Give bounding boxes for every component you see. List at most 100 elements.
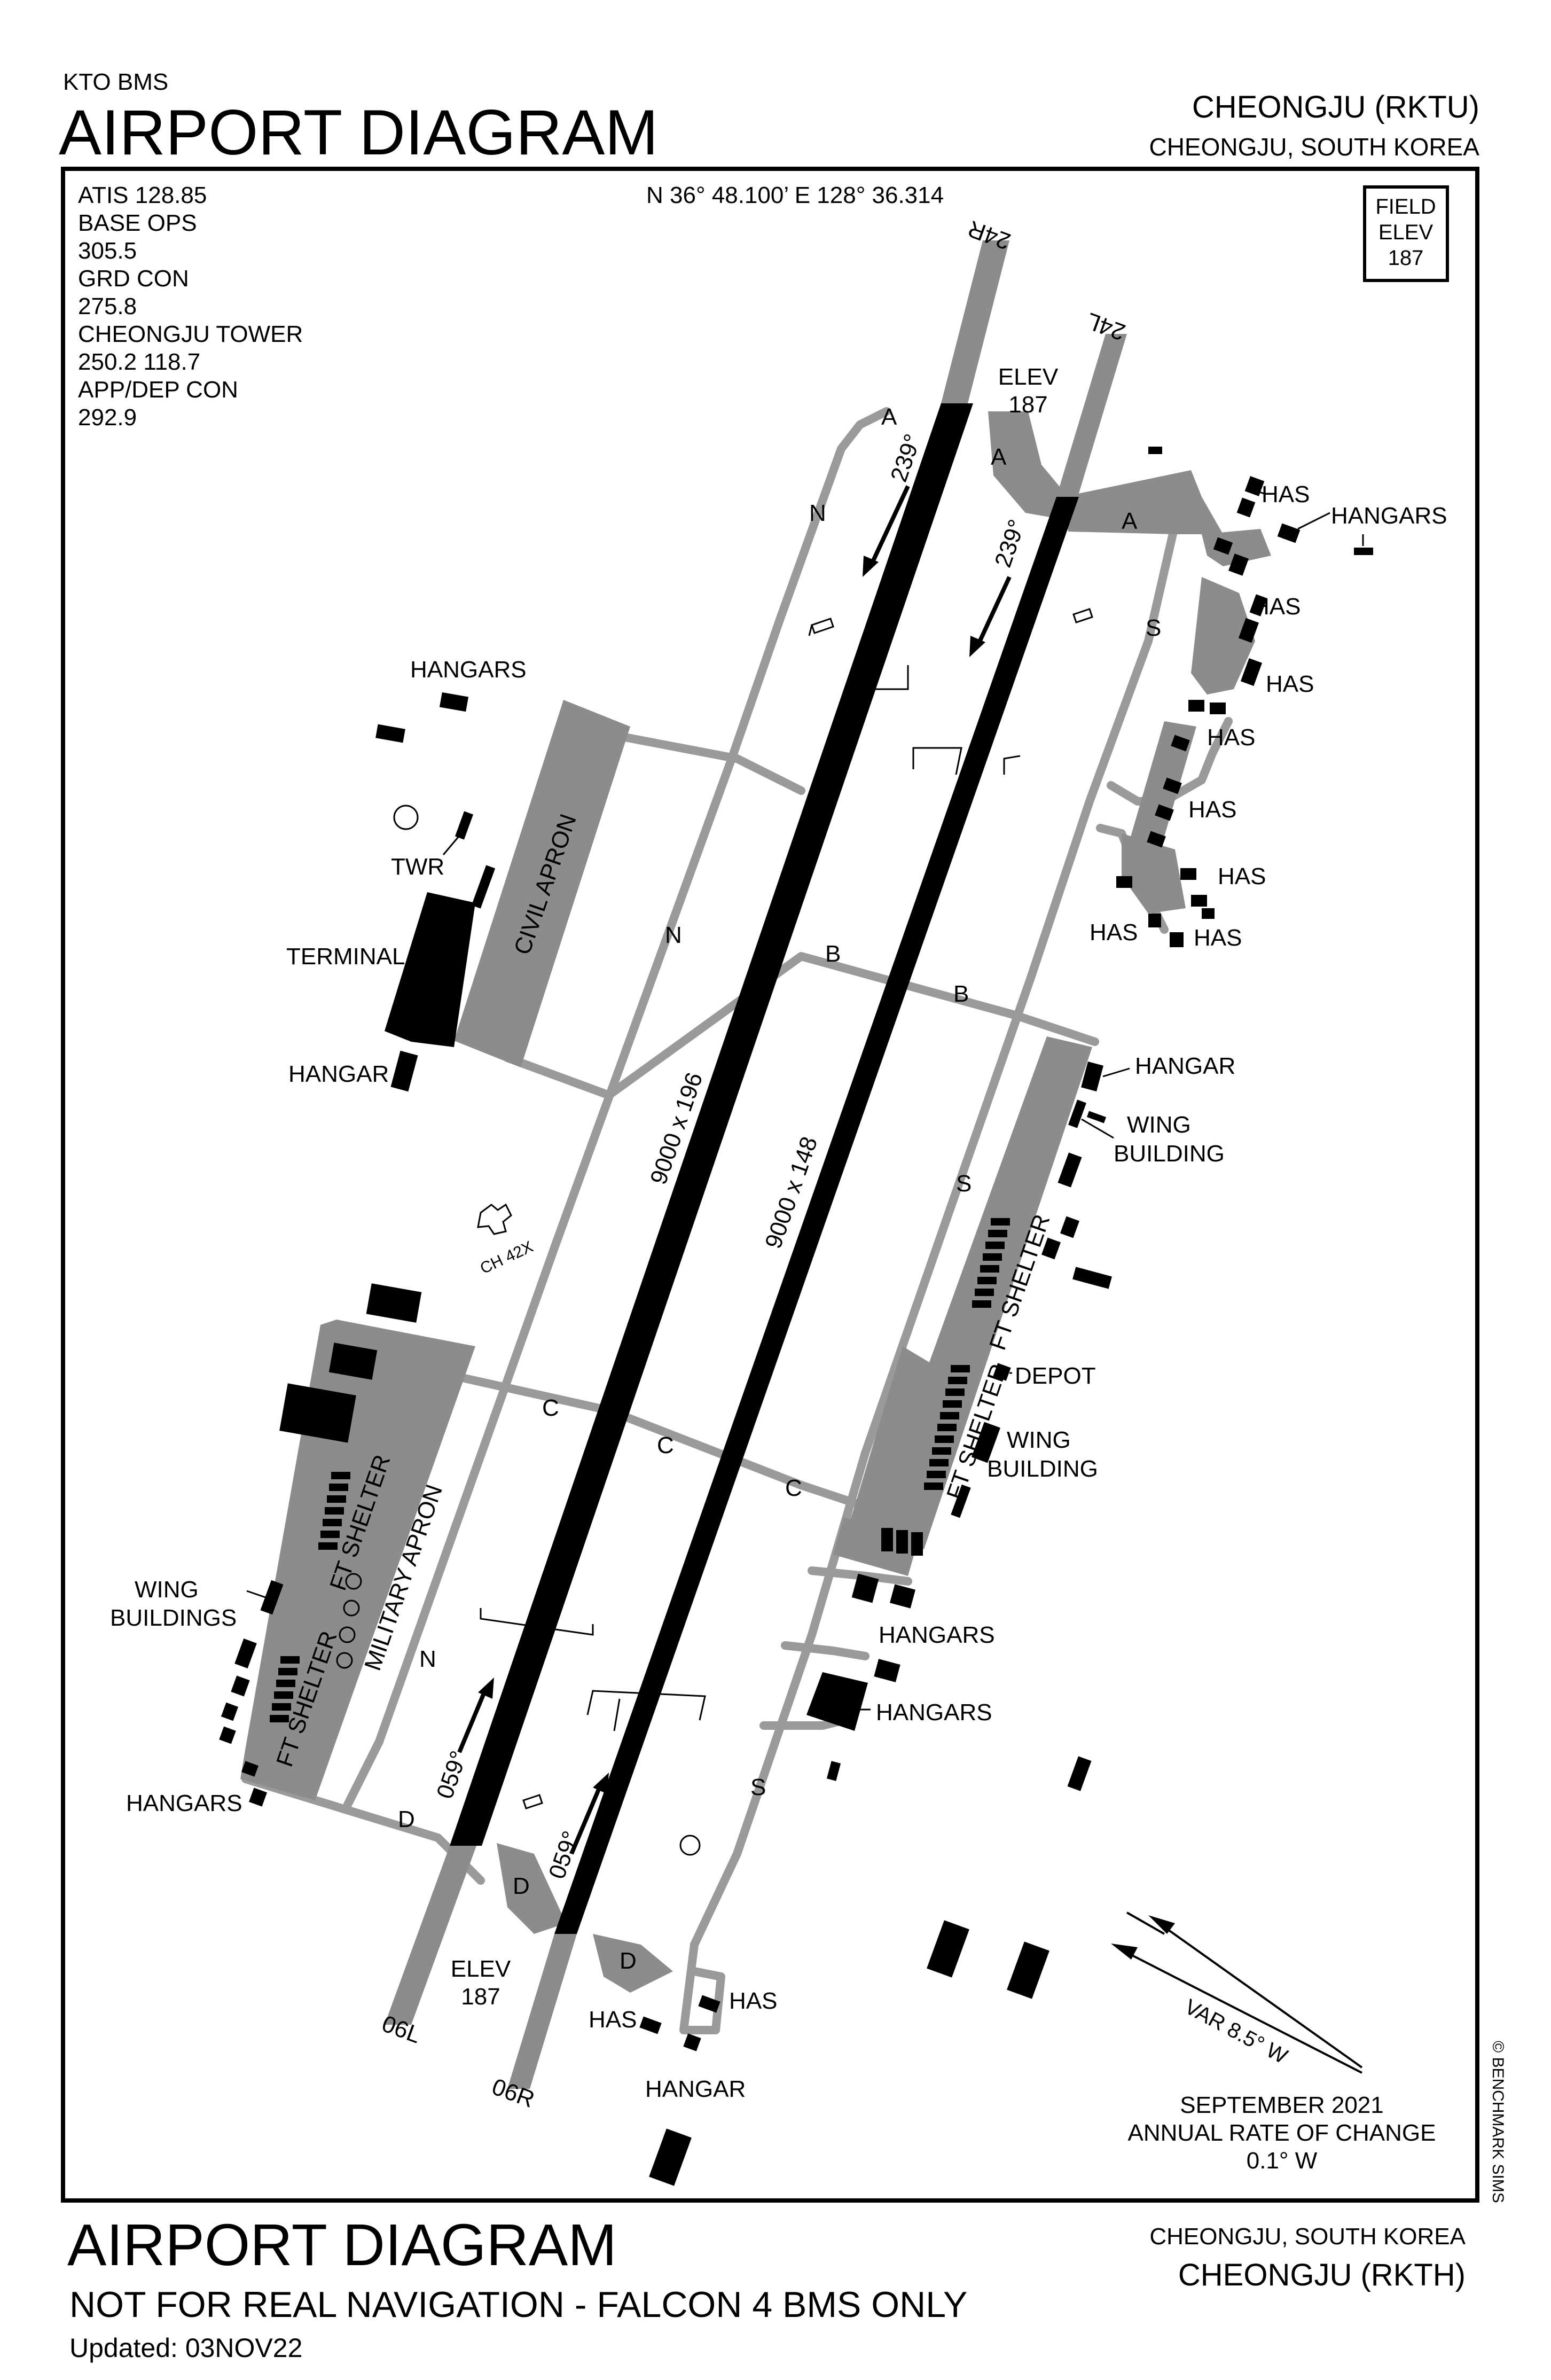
heading-059-left: 059° <box>432 1747 472 1802</box>
arrow-239-left-head <box>863 556 879 577</box>
wing-building-e-8 <box>951 1484 971 1518</box>
has-area-ne-2 <box>1191 577 1255 695</box>
taxiway-d-south <box>593 1934 673 1993</box>
wing-building-e-5 <box>1041 1237 1061 1260</box>
building-e-6 <box>1072 1267 1112 1289</box>
leader-hangar-east <box>1102 1067 1130 1078</box>
has-e-1 <box>1171 735 1190 752</box>
leader-wing-east <box>1081 1118 1114 1139</box>
leader-lines <box>246 488 1364 1711</box>
has-se-2 <box>1180 868 1196 880</box>
hangars-lower-3 <box>874 1659 900 1682</box>
heading-arrows <box>457 485 1012 1855</box>
taxiway-b <box>503 952 1099 1099</box>
ft-shelter-east-18 <box>927 1471 946 1478</box>
taxiway-upper-link <box>621 733 805 795</box>
has-ne-1 <box>1244 476 1265 496</box>
freq-line-1: ATIS 128.85 <box>78 182 207 208</box>
has-e-2 <box>1163 777 1182 794</box>
twy-d-3: D <box>620 1948 637 1974</box>
ft-shelter-west-5 <box>323 1519 342 1526</box>
runway-markers <box>480 665 1021 1731</box>
military-apron <box>240 1320 475 1800</box>
runway-06l-24r <box>450 403 973 1846</box>
ft-shelter-east-1 <box>991 1218 1010 1226</box>
diagram-labels: ATIS 128.85 BASE OPS 305.5 GRD CON 275.8… <box>78 182 1507 2203</box>
twy-s-3: S <box>750 1774 766 1800</box>
has-ne-6 <box>1238 618 1259 643</box>
freq-line-2: BASE OPS <box>78 210 197 236</box>
has-ne-9 <box>1210 703 1226 714</box>
beacon-icon <box>393 805 419 830</box>
terminal-building <box>385 892 475 1047</box>
hangars-sw-2 <box>241 1761 258 1777</box>
leader-has <box>1249 488 1266 495</box>
hangars-sw-label: HANGARS <box>126 1790 242 1816</box>
has-label-5: HAS <box>1188 797 1236 823</box>
ft-shelters <box>270 1218 1010 1722</box>
runway-24l-overrun-north <box>1056 334 1127 497</box>
tacan-icon <box>477 1203 512 1235</box>
ft-shelter-east-7 <box>975 1289 994 1296</box>
airport-coordinates: N 36° 48.100’ E 128° 36.314 <box>646 182 944 208</box>
wing-building-e-2 <box>1086 1111 1107 1123</box>
magvar-note-2: ANNUAL RATE OF CHANGE <box>1128 2120 1436 2146</box>
mil-building-1 <box>366 1283 422 1323</box>
taxiway-d-area <box>497 1843 566 1934</box>
ft-shelter-east-17 <box>929 1459 949 1466</box>
ft-shelter-west-13 <box>270 1715 289 1722</box>
civil-apron <box>454 700 630 1067</box>
ft-shelter-east-14 <box>937 1424 957 1431</box>
ft-shelter-west-6 <box>320 1531 340 1538</box>
wing-building-w-3 <box>231 1675 250 1697</box>
ft-shelter-east-8 <box>972 1300 991 1308</box>
ft-shelter-west-3 <box>327 1495 346 1503</box>
has-label-8: HAS <box>1194 925 1242 951</box>
field-elev-line-3: 187 <box>1388 246 1424 270</box>
mag-north-line <box>1121 1949 1362 2074</box>
twy-a-2: A <box>991 444 1007 470</box>
has-se-1 <box>1116 876 1132 888</box>
runway-24l-label: 24L <box>1083 307 1129 345</box>
ft-shelter-east-12 <box>943 1400 962 1408</box>
ft-shelter-west-12 <box>272 1703 291 1711</box>
marker-circle-icon <box>679 1835 701 1856</box>
building-ne-3 <box>1148 447 1162 454</box>
ft-shelter-east-2 <box>988 1230 1007 1237</box>
mag-needle <box>1126 1911 1165 1935</box>
freq-line-4: GRD CON <box>78 266 189 292</box>
twy-s-1: S <box>1146 615 1161 641</box>
arrow-059-right-head <box>593 1773 609 1794</box>
runway-06r-overrun-south <box>507 1934 577 2089</box>
ft-shelter-east-11 <box>945 1388 965 1396</box>
has-south-1 <box>639 2016 662 2034</box>
has-se-6 <box>1202 908 1215 919</box>
twy-n-3: N <box>419 1646 436 1672</box>
helipad-4-icon <box>336 1652 353 1669</box>
has-area-se <box>1122 833 1186 914</box>
leader-twr <box>442 834 461 855</box>
ft-shelter-west-11 <box>274 1691 293 1699</box>
has-label-4: HAS <box>1207 724 1255 751</box>
twy-c-1: C <box>542 1395 559 1421</box>
hangar-lower-5 <box>826 1761 841 1781</box>
has-label-7: HAS <box>1090 919 1138 946</box>
footer-updated: Updated: 03NOV22 <box>69 2333 303 2363</box>
ft-shelter-east-10 <box>948 1377 967 1384</box>
depot-label: DEPOT <box>1015 1363 1096 1389</box>
hangar-south <box>683 2033 701 2051</box>
wing-building-east-label-2: BUILDING <box>1114 1141 1225 1167</box>
twy-n-1: N <box>809 500 826 526</box>
has-label-1: HAS <box>1262 481 1310 508</box>
has-se-3 <box>1191 895 1207 907</box>
has-ne-7 <box>1240 658 1263 686</box>
footer-title: AIRPORT DIAGRAM <box>67 2212 617 2278</box>
twy-c-2: C <box>657 1432 674 1458</box>
has-se-5 <box>1170 932 1184 947</box>
copyright: © BENCHMARK SIMS <box>1489 2041 1507 2203</box>
twy-d-1: D <box>398 1806 415 1832</box>
ft-shelter-west-1 <box>331 1472 350 1479</box>
ft-shelter-east-13 <box>940 1412 959 1419</box>
ft-shelter-east-9 <box>951 1365 970 1372</box>
aprons <box>240 411 1271 1993</box>
